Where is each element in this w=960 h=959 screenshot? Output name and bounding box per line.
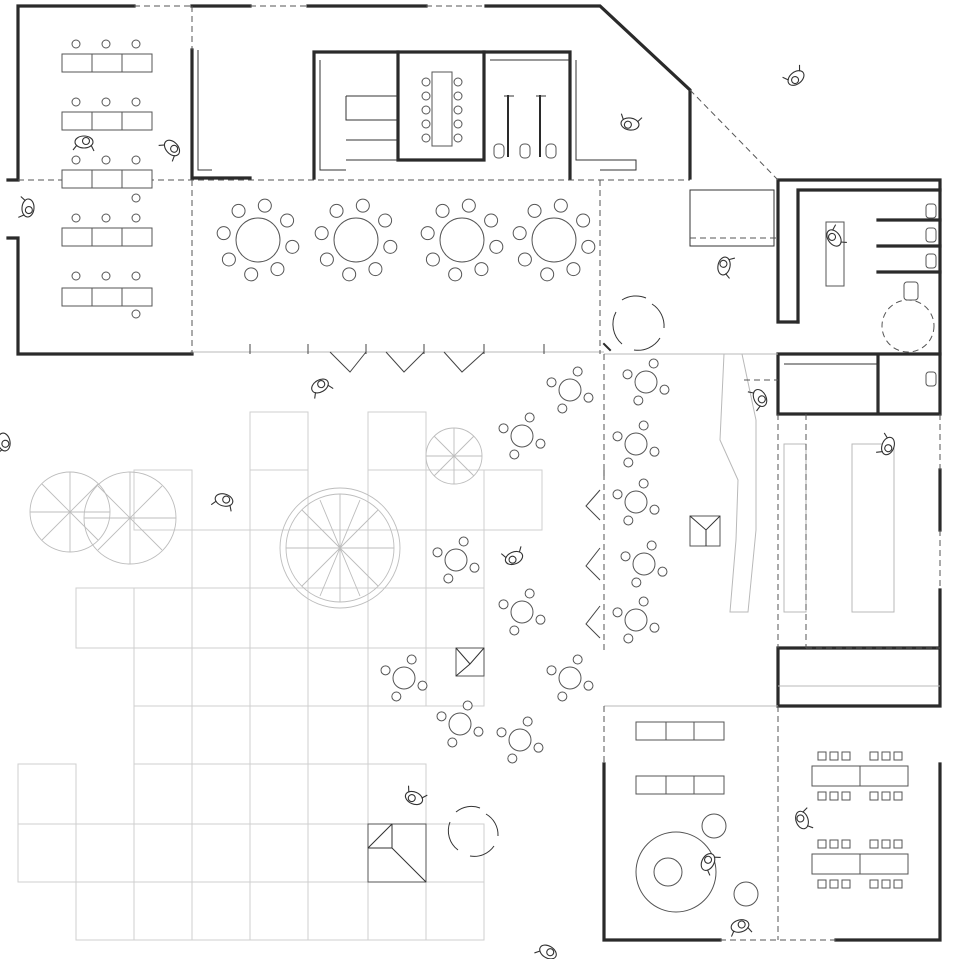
person-icon xyxy=(0,64,895,959)
folding-doors xyxy=(249,342,612,639)
meeting-table xyxy=(421,71,463,147)
round-table-icon xyxy=(546,366,594,414)
round-table-icon xyxy=(496,716,544,764)
round-table-icon xyxy=(432,536,480,584)
tree-icon xyxy=(279,487,401,609)
round-table-icon xyxy=(216,198,300,282)
round-table-icon xyxy=(380,654,428,702)
person-icon xyxy=(0,432,11,454)
person-icon xyxy=(210,493,234,512)
structural-grid xyxy=(18,5,941,941)
round-table-icon xyxy=(314,198,398,282)
person-icon xyxy=(311,378,334,399)
round-table-icon xyxy=(612,478,660,526)
person-icon xyxy=(620,113,643,131)
round-table-icon xyxy=(380,358,670,764)
person-icon xyxy=(782,64,805,86)
person-icon xyxy=(700,853,721,876)
round-table-icon xyxy=(622,358,670,406)
person-icon xyxy=(158,139,181,162)
person-icon xyxy=(747,388,768,412)
round-table-icon xyxy=(620,540,668,588)
tree-icon xyxy=(29,471,177,565)
circular-bench xyxy=(447,295,665,857)
person-icon xyxy=(730,919,753,937)
classroom-desks xyxy=(61,39,153,319)
round-table-icon xyxy=(420,198,504,282)
round-table-icon xyxy=(436,700,484,748)
person-icon xyxy=(876,432,895,456)
person-icon xyxy=(826,224,847,247)
round-table-icon xyxy=(612,420,660,468)
building-walls xyxy=(6,4,942,942)
person-icon xyxy=(717,256,736,279)
planter-box xyxy=(367,515,721,883)
round-table-icon xyxy=(498,588,546,636)
round-table-icon xyxy=(546,654,594,702)
person-icon xyxy=(18,196,35,218)
round-table-icon xyxy=(512,198,596,282)
toilet-icon xyxy=(493,95,557,159)
person-icon xyxy=(534,944,557,959)
sink-icon xyxy=(825,203,937,387)
tree-icon xyxy=(425,427,483,485)
lower-room-furniture xyxy=(635,721,909,913)
round-table-icon xyxy=(216,198,596,282)
person-icon xyxy=(404,785,428,806)
round-table-icon xyxy=(612,596,660,644)
person-icon xyxy=(795,807,814,830)
person-icon xyxy=(72,135,95,152)
round-table-icon xyxy=(498,412,546,460)
interior-partitions xyxy=(190,50,940,707)
person-icon xyxy=(500,546,524,566)
